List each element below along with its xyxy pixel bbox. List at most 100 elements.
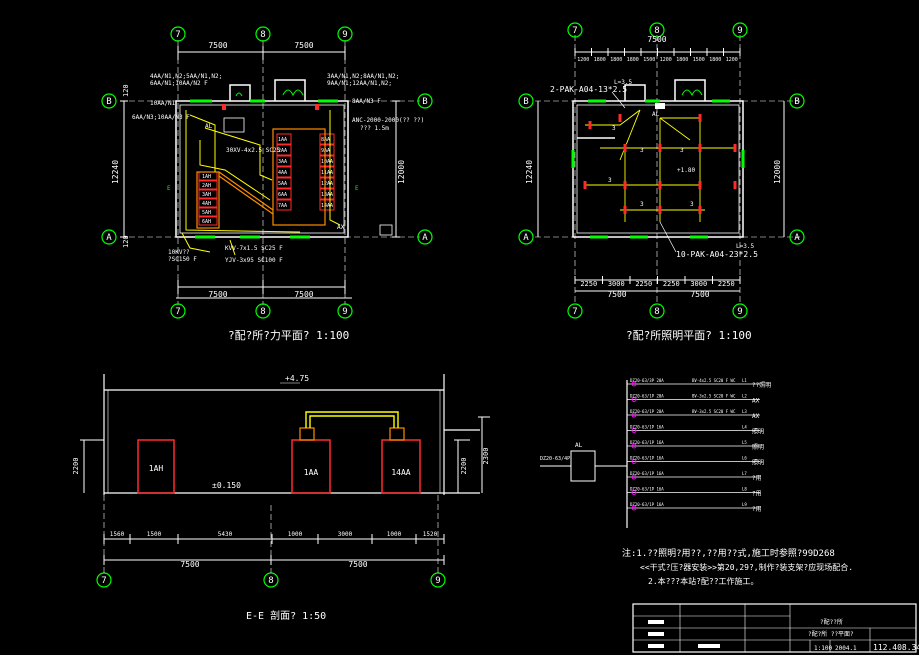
lp-fixture [733, 181, 737, 189]
sch-breaker-icon [631, 443, 637, 449]
note-line-2: <<干式?压?器安装>>第20,29?,制作?装支架?应现场配合. [640, 562, 853, 572]
pp-cab-right-label: 14AA [321, 203, 333, 209]
sch-circuit-id: L5 [742, 440, 747, 445]
pp-dim-left: 12240 [111, 160, 120, 184]
pp-cab-left-label: 1AH [202, 174, 211, 180]
lp-title: ?配?所照明平面? 1:100 [626, 329, 752, 342]
lp-fixture [623, 181, 627, 189]
sch-breaker-icon [631, 459, 637, 464]
lighting-plan: 7 8 9 7 8 9 B A B A 7500 7500 7500 12240… [518, 22, 805, 342]
pp-cab-right-box [319, 199, 335, 211]
lp-fixture [618, 114, 622, 122]
pp-note-15: AX [337, 224, 345, 231]
pp-cab-right-box [319, 133, 335, 145]
sec-axis-7: 7 [101, 576, 106, 586]
sch-switch: DZ20-63/1P 16A [630, 425, 664, 430]
sec-dim-label: 1560 [110, 531, 125, 538]
lp-fixture [623, 206, 627, 214]
pp-cab-mid-box [276, 177, 292, 189]
sch-load: 照明 [752, 429, 764, 436]
pp-dim-left-top: 120 [122, 84, 130, 97]
tb-drawing: ?配?所 ??平面? [808, 630, 854, 638]
pp-dim-left-bot: 120 [122, 235, 130, 248]
pp-note-7: 8AA/N3 F [352, 98, 381, 105]
power-plan: 7500 7500 7500 7500 12240 120 120 12000 … [101, 26, 433, 342]
pp-note-18: AL [205, 123, 213, 130]
pp-cab-right-label: 12AA [321, 181, 333, 187]
lp-label-3f: 3 [690, 201, 694, 208]
lp-axis-7-bot: 7 [572, 307, 577, 317]
lp-dim-right: 12000 [773, 160, 782, 184]
sch-switch: DZ20-63/1P 16A [630, 440, 664, 445]
pp-title: ?配?所?力平面? 1:100 [228, 329, 349, 342]
pp-axis-7-top: 7 [175, 30, 180, 40]
sch-load: ?用 [752, 491, 762, 498]
pp-cab-mid-label: 6AA [278, 192, 287, 198]
pp-axis-9-top: 9 [342, 30, 347, 40]
lp-dim-bot-label: 2250 [635, 280, 652, 288]
lp-label-elev: +1.80 [677, 167, 695, 174]
sec-dim-label: 1500 [147, 531, 162, 538]
pp-cab-mid-box [276, 199, 292, 211]
sec-elev-top: +4.75 [285, 374, 309, 383]
lp-dim-bot-label: 2250 [663, 280, 680, 288]
lp-axis-A-left: A [523, 233, 529, 243]
pp-cab-mid-label: 3AA [278, 159, 287, 165]
sec-title: E-E 剖面? 1:50 [246, 609, 326, 622]
sch-circuit-id: L1 [742, 378, 747, 383]
lp-dim-top-label: 1800 [627, 57, 639, 63]
lp-fixture [658, 206, 662, 214]
lp-fixture [698, 206, 702, 214]
tb-scale: 1:100 [814, 645, 832, 652]
pp-note-3: 10AA/N1 [150, 100, 176, 107]
lp-dim-top-label: 1200 [660, 57, 672, 63]
lp-callout-bot: 10-PAK-A04-23*2.5 [676, 250, 758, 259]
pp-dim-top-1: 7500 [208, 41, 227, 50]
sec-dim-label: 1000 [288, 531, 303, 538]
lp-axis-B-left: B [523, 97, 528, 107]
lp-axis-B-right: B [794, 97, 799, 107]
pp-dim-top-2: 7500 [294, 41, 313, 50]
sch-circuit-id: L7 [742, 471, 747, 476]
pp-cab-mid-label: 7AA [278, 203, 287, 209]
pp-note-6: 9AA/N1;12AA/N1,N2; [327, 80, 392, 87]
pp-cab-mid-box [276, 133, 292, 145]
pp-cab-mid-box [276, 155, 292, 167]
pp-axis-7-bot: 7 [175, 307, 180, 317]
lp-label-al: AL [652, 111, 660, 118]
pp-cab-mid-box [276, 166, 292, 178]
sch-circuit-id: L8 [742, 487, 747, 492]
sch-main-breaker: DZ20-63/4P [540, 456, 570, 462]
lp-axis-7-top: 7 [572, 26, 577, 36]
sch-switch: DZ20-63/1P 16A [630, 456, 664, 461]
sch-breaker-icon [631, 428, 637, 433]
sch-breaker-icon [631, 505, 637, 511]
sch-switch: DZ20-63/1P 20A [630, 409, 664, 414]
sec-dim-label: 3000 [338, 531, 353, 538]
sec-dim-total-1: 7500 [180, 560, 199, 569]
sec-label-1aa: 1AA [304, 468, 319, 477]
lp-dim-bot-label: 2250 [580, 280, 597, 288]
notes: 注:1.??照明?用??,??用??式,施工时参照?99D268 <<干式?压?… [622, 547, 853, 586]
pp-cab-right-label: 10AA [321, 159, 333, 165]
sec-dim-label: 1520 [423, 531, 438, 538]
lp-axis-9-bot: 9 [737, 307, 742, 317]
sec-axis-8: 8 [268, 576, 273, 586]
sch-circuit-id: L3 [742, 409, 747, 414]
pp-cab-left-box [198, 198, 218, 208]
lp-label-3e: 3 [640, 201, 644, 208]
lp-label-3a: 3 [612, 125, 616, 132]
sch-cable: BV-3x2.5 SC20 F WC [692, 394, 736, 399]
sec-h-right1: 2200 [460, 458, 468, 475]
lp-dim-top-label: 1800 [676, 57, 688, 63]
pp-cab-right-label: 13AA [321, 192, 333, 198]
pp-note-13: KVV-7x1.5 SC25 F [225, 245, 283, 252]
pp-cab-right-box [319, 177, 335, 189]
sch-load: 照明 [752, 444, 764, 451]
pp-cab-left-label: 3AH [202, 192, 211, 198]
sch-breaker-icon [631, 381, 637, 387]
pp-note-11: 10KV?? [168, 249, 190, 256]
pp-note-16: E [167, 185, 171, 192]
